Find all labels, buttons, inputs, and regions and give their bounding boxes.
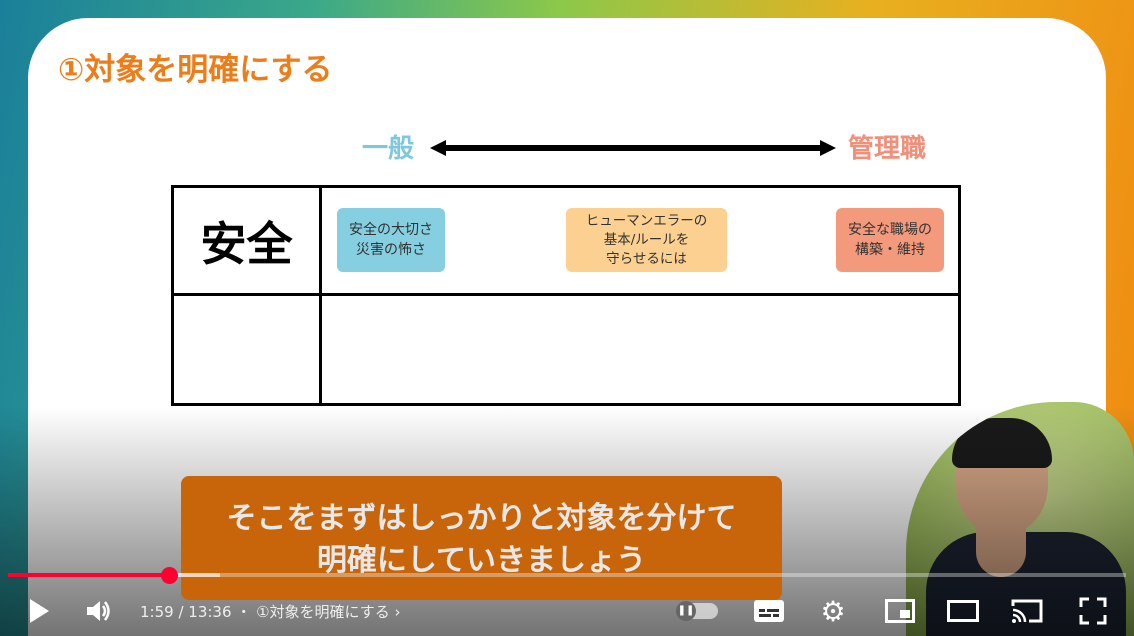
gear-icon: ⚙ <box>820 594 846 628</box>
topic-table: 安全 <box>171 185 961 406</box>
slide-title: ①対象を明確にする <box>58 52 333 88</box>
subtitle-caption: そこをまずはしっかりと対象を分けて明確にしていきましょう <box>181 476 782 600</box>
pause-icon: ❚❚ <box>676 601 696 621</box>
miniplayer-icon <box>885 599 915 623</box>
topic-box-workplace: 安全な職場の 構築・維持 <box>836 208 944 272</box>
autoplay-toggle[interactable]: ❚❚ <box>676 596 720 626</box>
subtitles-icon <box>754 600 784 622</box>
settings-button[interactable]: ⚙ <box>818 594 848 628</box>
row-header-safety: 安全 <box>200 216 293 271</box>
chapter-chevron-icon[interactable]: › <box>394 603 401 621</box>
topic-box-human-error: ヒューマンエラーの 基本/ルールを 守らせるには <box>566 208 727 272</box>
fullscreen-button[interactable] <box>1076 596 1110 626</box>
play-icon <box>30 599 49 623</box>
topic-box-basic: 安全の大切さ 災害の怖さ <box>337 208 445 272</box>
mute-button[interactable] <box>84 596 114 626</box>
scrubber-handle[interactable] <box>161 567 178 584</box>
theater-mode-button[interactable] <box>946 596 980 626</box>
time-display: 1:59 / 13:36 ・ ①対象を明確にする › <box>140 603 401 621</box>
cast-button[interactable] <box>1010 596 1044 626</box>
volume-icon <box>87 601 110 621</box>
theater-icon <box>947 600 979 622</box>
chapter-title[interactable]: ①対象を明確にする <box>256 603 390 621</box>
play-button[interactable] <box>24 596 54 626</box>
progress-bar[interactable] <box>8 573 1126 577</box>
fullscreen-icon <box>1079 597 1107 625</box>
subtitles-button[interactable] <box>752 596 786 626</box>
double-arrow-icon <box>430 140 836 156</box>
cast-icon <box>1011 599 1043 623</box>
label-general: 一般 <box>362 134 415 164</box>
miniplayer-button[interactable] <box>883 596 917 626</box>
label-management: 管理職 <box>848 134 927 164</box>
